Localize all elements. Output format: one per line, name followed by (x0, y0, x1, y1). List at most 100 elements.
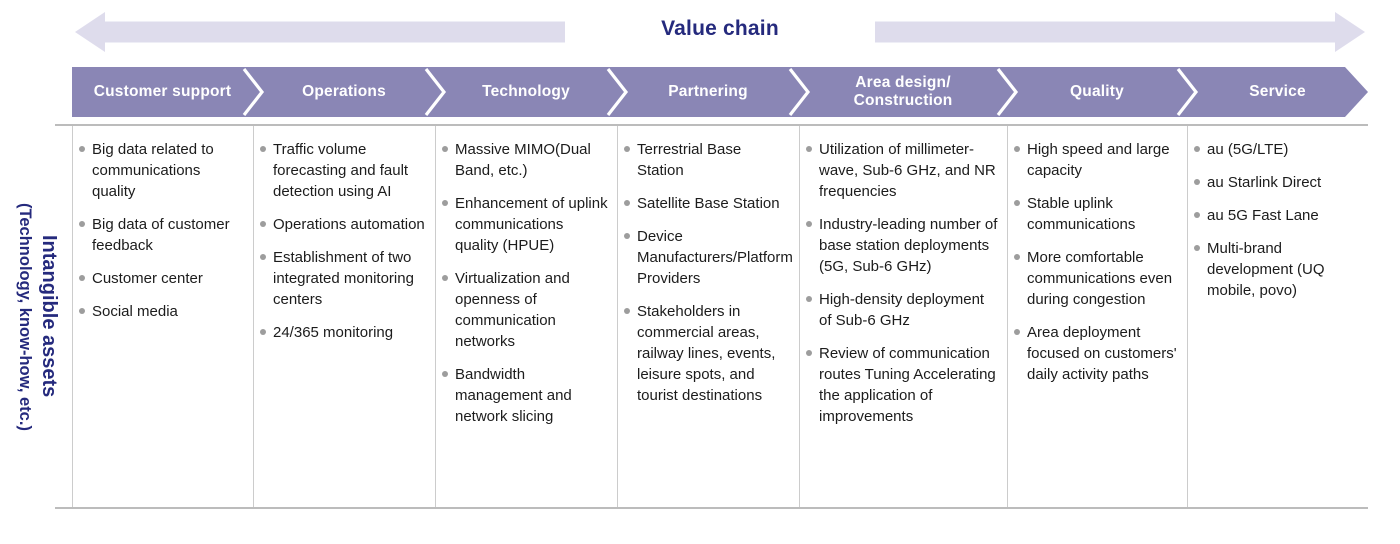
stage-column-technology: Massive MIMO(Dual Band, etc.) Enhancement… (435, 126, 617, 507)
list-item-text: Virtualization and openness of communica… (455, 270, 570, 350)
table-top-border (55, 124, 1368, 126)
list-item-text: Establishment of two integrated monitori… (273, 249, 414, 308)
stage-columns: Big data related to communications quali… (72, 126, 1368, 507)
list-item: Big data related to communications quali… (79, 139, 245, 202)
list-item: Area deployment focused on customers' da… (1014, 322, 1179, 385)
bullet-dot-icon (624, 308, 630, 314)
list-item: Social media (79, 301, 245, 322)
list-item-text: Industry-leading number of base station … (819, 216, 998, 275)
value-chain-right-arrow-icon (875, 12, 1365, 52)
list-item-text: Satellite Base Station (637, 195, 780, 212)
list-item-text: Customer center (92, 270, 203, 287)
list-item-text: Multi-brand development (UQ mobile, povo… (1207, 240, 1325, 299)
list-item: Review of communication routes Tuning Ac… (806, 343, 999, 427)
list-item-text: Area deployment focused on customers' da… (1027, 324, 1177, 383)
bullet-dot-icon (442, 146, 448, 152)
chevron-right-icon (1172, 67, 1202, 117)
bullet-dot-icon (1194, 212, 1200, 218)
stage-header-technology: Technology (482, 83, 570, 101)
list-item: 24/365 monitoring (260, 322, 427, 343)
list-item: High-density deployment of Sub-6 GHz (806, 289, 999, 331)
bullet-dot-icon (260, 146, 266, 152)
list-item-text: High-density deployment of Sub-6 GHz (819, 291, 985, 329)
bullet-dot-icon (79, 221, 85, 227)
bullet-dot-icon (1014, 254, 1020, 260)
list-item-text: Stable uplink communications (1027, 195, 1136, 233)
chevron-right-icon (992, 67, 1022, 117)
intangible-assets-title: Intangible assets (38, 235, 60, 398)
list-item: Multi-brand development (UQ mobile, povo… (1194, 238, 1360, 301)
list-item-text: Traffic volume forecasting and fault det… (273, 141, 409, 200)
value-chain-left-arrow-icon (75, 12, 565, 52)
stage-header-area-design-construction: Area design/ Construction (853, 74, 953, 109)
list-item: au 5G Fast Lane (1194, 205, 1360, 226)
bullet-dot-icon (624, 233, 630, 239)
bullet-dot-icon (1014, 146, 1020, 152)
list-item-text: 24/365 monitoring (273, 324, 394, 341)
list-item: Satellite Base Station (624, 193, 791, 214)
bullet-dot-icon (806, 296, 812, 302)
list-item-text: Enhancement of uplink communications qua… (455, 195, 608, 254)
list-item: Establishment of two integrated monitori… (260, 247, 427, 310)
stage-header-service: Service (1249, 83, 1306, 101)
intangible-assets-label: Intangible assets (Technology, know-how,… (10, 125, 62, 508)
list-item-text: Operations automation (273, 216, 425, 233)
bullet-dot-icon (442, 371, 448, 377)
stage-header-partnering: Partnering (668, 83, 748, 101)
list-item-text: au 5G Fast Lane (1207, 207, 1319, 224)
list-item-text: Device Manufacturers/Platform Providers (637, 228, 793, 287)
list-item-text: Big data related to communications quali… (92, 141, 214, 200)
list-item: Stable uplink communications (1014, 193, 1179, 235)
bullet-dot-icon (1194, 245, 1200, 251)
bullet-dot-icon (806, 221, 812, 227)
stage-column-service: au (5G/LTE) au Starlink Direct au 5G Fast … (1187, 126, 1368, 507)
bullet-dot-icon (442, 200, 448, 206)
list-item-text: Big data of customer feedback (92, 216, 230, 254)
list-item: Enhancement of uplink communications qua… (442, 193, 609, 256)
intangible-assets-subtitle: (Technology, know-how, etc.) (16, 202, 34, 431)
list-item: Virtualization and openness of communica… (442, 268, 609, 352)
value-chain-title: Value chain (661, 17, 779, 40)
list-item: Big data of customer feedback (79, 214, 245, 256)
list-item: Industry-leading number of base station … (806, 214, 999, 277)
bullet-dot-icon (624, 200, 630, 206)
bullet-dot-icon (806, 146, 812, 152)
list-item: Traffic volume forecasting and fault det… (260, 139, 427, 202)
list-item: Terrestrial Base Station (624, 139, 791, 181)
list-item: au Starlink Direct (1194, 172, 1360, 193)
list-item: High speed and large capacity (1014, 139, 1179, 181)
list-item-text: Stakeholders in commercial areas, railwa… (637, 303, 776, 404)
list-item-text: Massive MIMO(Dual Band, etc.) (455, 141, 591, 179)
list-item: Bandwidth management and network slicing (442, 364, 609, 427)
stage-header-quality: Quality (1070, 83, 1124, 101)
list-item: au (5G/LTE) (1194, 139, 1360, 160)
chevron-right-icon (420, 67, 450, 117)
chevron-right-icon (602, 67, 632, 117)
list-item-text: au Starlink Direct (1207, 174, 1322, 191)
stage-column-operations: Traffic volume forecasting and fault det… (253, 126, 435, 507)
list-item-text: More comfortable communications even dur… (1027, 249, 1173, 308)
bullet-dot-icon (1194, 146, 1200, 152)
bullet-dot-icon (260, 329, 266, 335)
list-item-text: Terrestrial Base Station (637, 141, 742, 179)
table-bottom-border (55, 507, 1368, 509)
list-item-text: au (5G/LTE) (1207, 141, 1289, 158)
chevron-right-icon (238, 67, 268, 117)
bullet-dot-icon (260, 221, 266, 227)
list-item: Customer center (79, 268, 245, 289)
stage-header-operations: Operations (302, 83, 386, 101)
stage-column-customer-support: Big data related to communications quali… (72, 126, 253, 507)
list-item: Operations automation (260, 214, 427, 235)
list-item-text: Bandwidth management and network slicing (455, 366, 572, 425)
list-item-text: Social media (92, 303, 178, 320)
bullet-dot-icon (79, 275, 85, 281)
bullet-dot-icon (1014, 200, 1020, 206)
bullet-dot-icon (260, 254, 266, 260)
stage-column-area-design-construction: Utilization of millimeter-wave, Sub-6 GH… (799, 126, 1007, 507)
bullet-dot-icon (79, 146, 85, 152)
list-item: Device Manufacturers/Platform Providers (624, 226, 793, 289)
list-item-text: Review of communication routes Tuning Ac… (819, 345, 996, 425)
